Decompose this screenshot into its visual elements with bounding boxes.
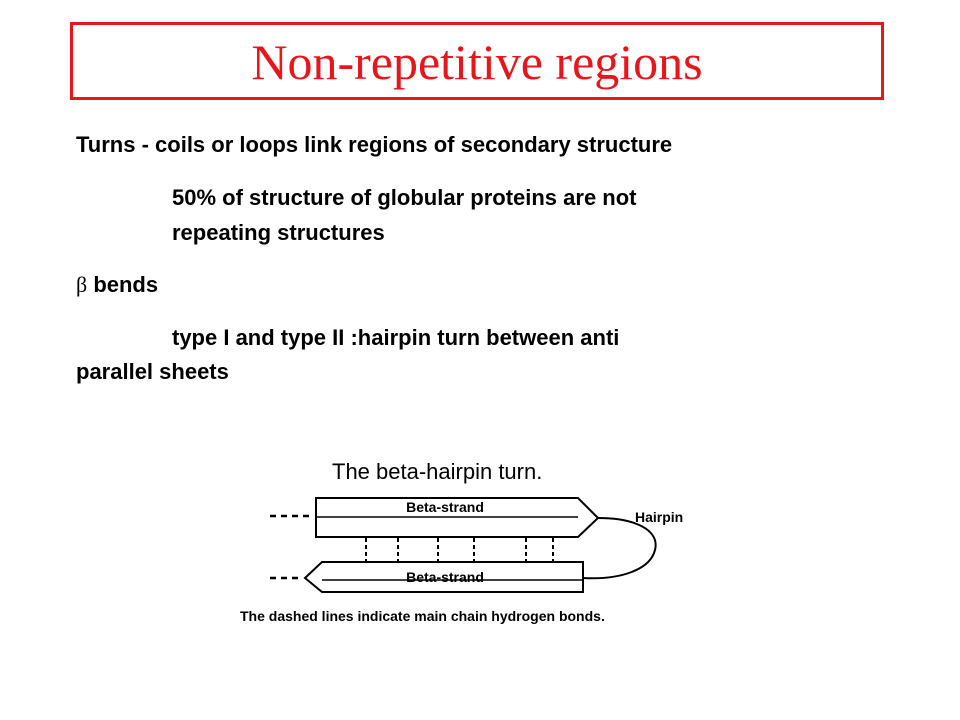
bends-heading: β bends xyxy=(76,270,158,300)
beta-symbol: β xyxy=(76,272,88,297)
turns-detail-line1: 50% of structure of globular proteins ar… xyxy=(172,185,637,210)
hairpin-loop xyxy=(582,517,657,580)
turns-heading: Turns - coils or loops link regions of s… xyxy=(76,132,673,157)
bends-detail-line2: parallel sheets xyxy=(76,359,229,384)
title-box: Non-repetitive regions xyxy=(70,22,884,100)
figure-caption-top: The beta-hairpin turn. xyxy=(332,459,542,484)
hydrogen-bonds xyxy=(365,538,554,561)
top-strand-label: Beta-strand xyxy=(406,499,484,515)
turns-detail-line2: repeating structures xyxy=(172,220,385,245)
bends-detail-line1: type I and type II :hairpin turn between… xyxy=(172,325,620,350)
bends-label: bends xyxy=(87,272,159,297)
top-strand-arrow xyxy=(315,497,600,538)
figure-caption-bottom: The dashed lines indicate main chain hyd… xyxy=(240,608,605,624)
bottom-strand-label: Beta-strand xyxy=(406,569,484,585)
slide-title: Non-repetitive regions xyxy=(251,34,703,90)
hairpin-label: Hairpin xyxy=(635,509,683,525)
bottom-strand-arrow xyxy=(303,561,584,593)
